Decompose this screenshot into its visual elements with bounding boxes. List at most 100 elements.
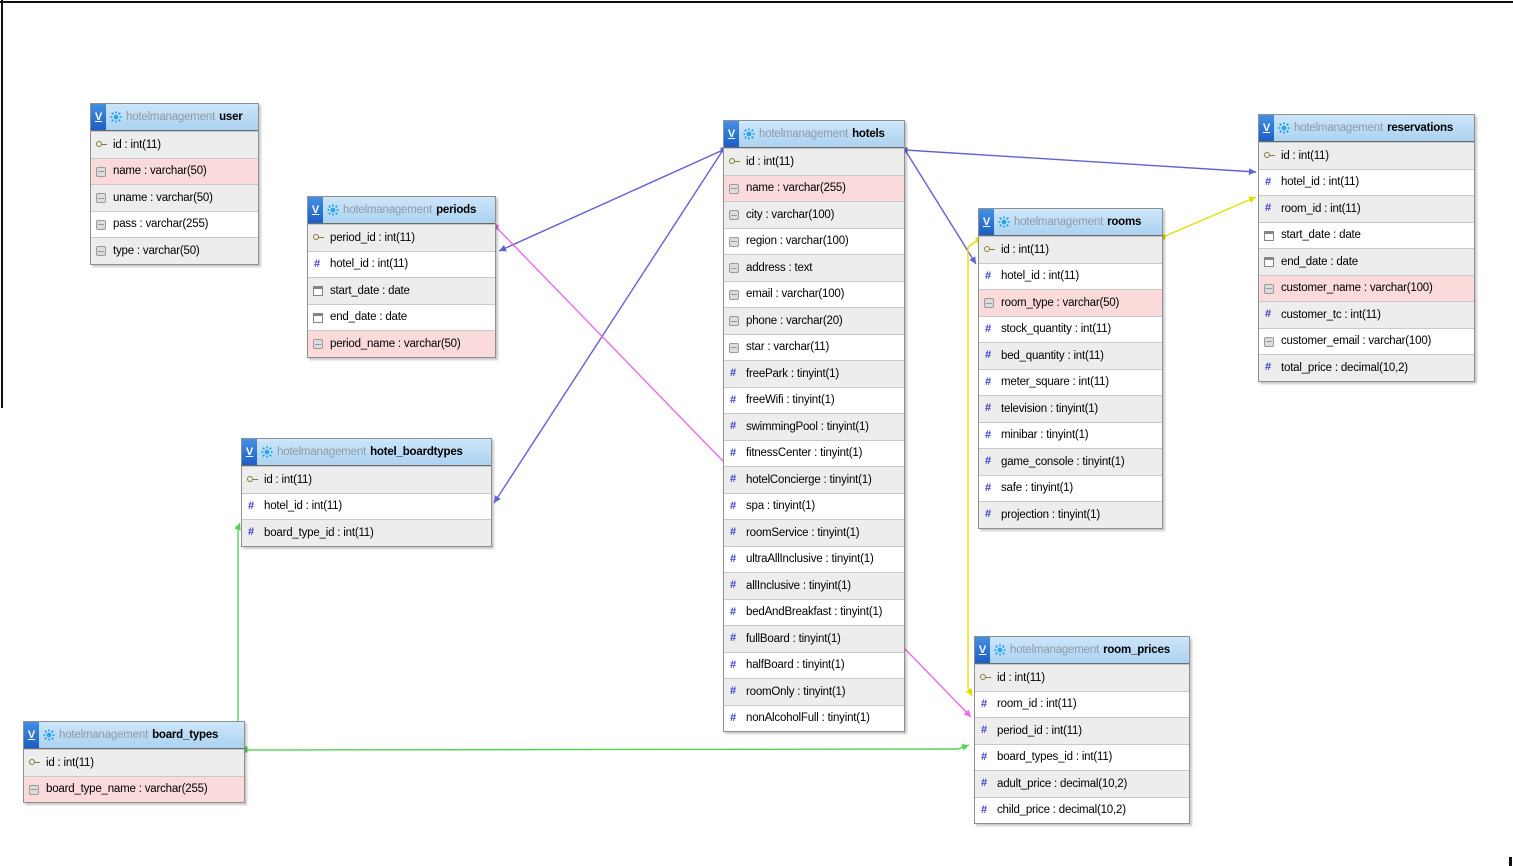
field-row-reservations-customer_tc[interactable]: customer_tc : int(11)	[1259, 301, 1474, 328]
field-label: bedAndBreakfast : tinyint(1)	[746, 606, 883, 619]
field-row-hotel_boardtypes-board_type_id[interactable]: board_type_id : int(11)	[242, 519, 491, 546]
field-row-user-type[interactable]: type : varchar(50)	[91, 237, 258, 264]
view-badge-icon: V	[242, 439, 257, 465]
field-row-user-pass[interactable]: pass : varchar(255)	[91, 210, 258, 237]
field-row-rooms-hotel_id[interactable]: hotel_id : int(11)	[979, 262, 1162, 289]
field-row-hotels-id[interactable]: id : int(11)	[724, 148, 904, 175]
hash-icon	[984, 271, 995, 282]
field-row-reservations-hotel_id[interactable]: hotel_id : int(11)	[1259, 168, 1474, 195]
field-row-reservations-end_date[interactable]: end_date : date	[1259, 248, 1474, 275]
text-icon	[1264, 283, 1275, 294]
field-row-hotels-swimmingPool[interactable]: swimmingPool : tinyint(1)	[724, 413, 904, 440]
field-row-board_types-id[interactable]: id : int(11)	[24, 749, 244, 776]
field-row-reservations-id[interactable]: id : int(11)	[1259, 142, 1474, 169]
field-label: board_type_id : int(11)	[264, 526, 374, 539]
field-label: id : int(11)	[746, 155, 794, 168]
field-row-reservations-customer_email[interactable]: customer_email : varchar(100)	[1259, 327, 1474, 354]
field-row-rooms-bed_quantity[interactable]: bed_quantity : int(11)	[979, 342, 1162, 369]
field-row-room_prices-child_price[interactable]: child_price : decimal(10,2)	[975, 796, 1189, 823]
field-label: id : int(11)	[1281, 149, 1329, 162]
field-row-rooms-safe[interactable]: safe : tinyint(1)	[979, 474, 1162, 501]
field-row-reservations-start_date[interactable]: start_date : date	[1259, 221, 1474, 248]
field-row-hotels-name[interactable]: name : varchar(255)	[724, 174, 904, 201]
field-label: spa : tinyint(1)	[746, 500, 816, 513]
field-row-hotels-ultraAllInclusive[interactable]: ultraAllInclusive : tinyint(1)	[724, 545, 904, 572]
field-row-periods-hotel_id[interactable]: hotel_id : int(11)	[308, 250, 495, 277]
field-row-hotels-spa[interactable]: spa : tinyint(1)	[724, 492, 904, 519]
database-name: hotelmanagement	[1010, 644, 1100, 656]
hash-icon	[980, 752, 991, 763]
field-row-board_types-board_type_name[interactable]: board_type_name : varchar(255)	[24, 775, 244, 802]
field-label: roomService : tinyint(1)	[746, 526, 860, 539]
field-label: adult_price : decimal(10,2)	[997, 777, 1128, 790]
field-row-rooms-meter_square[interactable]: meter_square : int(11)	[979, 368, 1162, 395]
field-row-rooms-room_type[interactable]: room_type : varchar(50)	[979, 289, 1162, 316]
field-row-hotels-freeWifi[interactable]: freeWifi : tinyint(1)	[724, 386, 904, 413]
text-icon	[729, 209, 740, 221]
field-label: region : varchar(100)	[746, 235, 849, 248]
field-row-periods-period_id[interactable]: period_id : int(11)	[308, 224, 495, 251]
table-name: rooms	[1107, 216, 1142, 228]
calendar-icon	[1264, 256, 1275, 268]
field-label: customer_tc : int(11)	[1281, 308, 1381, 321]
field-row-reservations-total_price[interactable]: total_price : decimal(10,2)	[1259, 354, 1474, 381]
field-row-hotels-halfBoard[interactable]: halfBoard : tinyint(1)	[724, 651, 904, 678]
database-name: hotelmanagement	[343, 204, 433, 216]
view-badge-icon: V	[308, 197, 323, 223]
field-row-room_prices-adult_price[interactable]: adult_price : decimal(10,2)	[975, 770, 1189, 797]
field-row-rooms-television[interactable]: television : tinyint(1)	[979, 395, 1162, 422]
field-row-room_prices-id[interactable]: id : int(11)	[975, 664, 1189, 691]
field-row-hotel_boardtypes-hotel_id[interactable]: hotel_id : int(11)	[242, 492, 491, 519]
field-row-user-id[interactable]: id : int(11)	[91, 131, 258, 158]
hash-icon	[984, 377, 995, 388]
field-row-rooms-game_console[interactable]: game_console : tinyint(1)	[979, 448, 1162, 475]
field-row-hotels-city[interactable]: city : varchar(100)	[724, 201, 904, 228]
field-row-rooms-projection[interactable]: projection : tinyint(1)	[979, 501, 1162, 528]
field-row-reservations-customer_name[interactable]: customer_name : varchar(100)	[1259, 274, 1474, 301]
field-row-rooms-minibar[interactable]: minibar : tinyint(1)	[979, 421, 1162, 448]
view-badge-icon: V	[91, 104, 106, 130]
field-row-periods-start_date[interactable]: start_date : date	[308, 277, 495, 304]
field-row-user-uname[interactable]: uname : varchar(50)	[91, 184, 258, 211]
field-row-rooms-stock_quantity[interactable]: stock_quantity : int(11)	[979, 315, 1162, 342]
field-row-user-name[interactable]: name : varchar(50)	[91, 157, 258, 184]
field-row-periods-period_name[interactable]: period_name : varchar(50)	[308, 330, 495, 357]
hash-icon	[980, 778, 991, 789]
field-row-hotels-nonAlcoholFull[interactable]: nonAlcoholFull : tinyint(1)	[724, 704, 904, 731]
field-label: id : int(11)	[264, 473, 312, 486]
field-row-hotels-fitnessCenter[interactable]: fitnessCenter : tinyint(1)	[724, 439, 904, 466]
field-row-room_prices-board_types_id[interactable]: board_types_id : int(11)	[975, 743, 1189, 770]
field-row-hotels-roomOnly[interactable]: roomOnly : tinyint(1)	[724, 678, 904, 705]
field-label: room_id : int(11)	[1281, 202, 1361, 215]
field-row-room_prices-room_id[interactable]: room_id : int(11)	[975, 690, 1189, 717]
key-icon	[1264, 150, 1275, 161]
field-row-hotel_boardtypes-id[interactable]: id : int(11)	[242, 466, 491, 493]
field-row-hotels-allInclusive[interactable]: allInclusive : tinyint(1)	[724, 572, 904, 599]
field-row-hotels-email[interactable]: email : varchar(100)	[724, 280, 904, 307]
field-row-rooms-id[interactable]: id : int(11)	[979, 236, 1162, 263]
field-row-room_prices-period_id[interactable]: period_id : int(11)	[975, 717, 1189, 744]
field-row-hotels-region[interactable]: region : varchar(100)	[724, 227, 904, 254]
field-row-hotels-freePark[interactable]: freePark : tinyint(1)	[724, 360, 904, 387]
field-row-hotels-fullBoard[interactable]: fullBoard : tinyint(1)	[724, 625, 904, 652]
field-row-periods-end_date[interactable]: end_date : date	[308, 303, 495, 330]
field-row-reservations-room_id[interactable]: room_id : int(11)	[1259, 195, 1474, 222]
field-row-hotels-bedAndBreakfast[interactable]: bedAndBreakfast : tinyint(1)	[724, 598, 904, 625]
field-row-hotels-hotelConcierge[interactable]: hotelConcierge : tinyint(1)	[724, 466, 904, 493]
field-row-hotels-phone[interactable]: phone : varchar(20)	[724, 307, 904, 334]
field-row-hotels-star[interactable]: star : varchar(11)	[724, 333, 904, 360]
view-badge-icon: V	[1259, 115, 1274, 141]
field-row-hotels-roomService[interactable]: roomService : tinyint(1)	[724, 519, 904, 546]
field-row-hotels-address[interactable]: address : text	[724, 254, 904, 281]
hash-icon	[729, 713, 740, 724]
